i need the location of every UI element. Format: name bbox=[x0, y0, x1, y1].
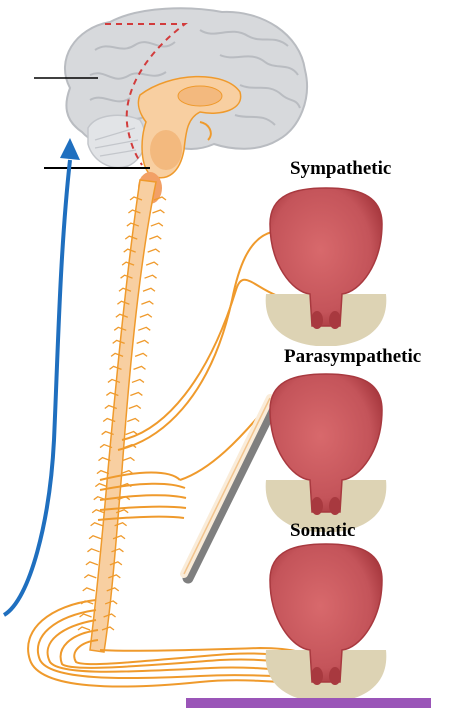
spinal-rootlet bbox=[129, 405, 141, 408]
arrow-up-icon bbox=[4, 138, 80, 615]
bladder-somatic bbox=[266, 544, 387, 702]
spinal-rootlet bbox=[83, 588, 95, 591]
spinal-cord bbox=[78, 180, 166, 652]
spinal-rootlet bbox=[143, 288, 155, 291]
spinal-rootlet bbox=[151, 223, 163, 226]
spinal-rootlet bbox=[137, 340, 149, 343]
spinal-rootlet bbox=[149, 236, 161, 239]
bladder-sympathetic bbox=[266, 188, 387, 346]
spinal-rootlet bbox=[91, 523, 103, 526]
parasympathetic-ganglion-bar bbox=[184, 398, 276, 578]
spinal-rootlet bbox=[127, 419, 139, 422]
label-sympathetic: Sympathetic bbox=[290, 158, 391, 180]
label-somatic: Somatic bbox=[290, 520, 355, 542]
spinal-rootlet bbox=[86, 562, 98, 565]
label-parasympathetic: Parasympathetic bbox=[284, 346, 421, 368]
bladder-parasympathetic bbox=[266, 374, 387, 532]
spinal-rootlet bbox=[145, 275, 157, 278]
spinal-rootlet bbox=[152, 210, 164, 213]
spinal-rootlet bbox=[84, 575, 96, 578]
spinal-rootlet bbox=[132, 379, 144, 382]
spinal-rootlet bbox=[148, 249, 160, 252]
spinal-rootlet bbox=[146, 262, 158, 265]
spinal-rootlet bbox=[78, 627, 90, 630]
spinal-rootlet bbox=[135, 353, 147, 356]
spinal-rootlet bbox=[80, 614, 92, 617]
spinal-rootlet bbox=[140, 314, 152, 317]
spinal-rootlet bbox=[122, 458, 134, 461]
spinal-rootlet bbox=[126, 432, 138, 435]
nerves bbox=[28, 232, 300, 687]
spinal-rootlet bbox=[130, 392, 142, 395]
spinal-rootlet bbox=[141, 301, 153, 304]
spinal-rootlet bbox=[95, 484, 107, 487]
accent-bar bbox=[186, 698, 431, 708]
spinal-rootlet bbox=[138, 327, 150, 330]
spinal-rootlet bbox=[134, 366, 146, 369]
spinal-rootlet bbox=[87, 549, 99, 552]
spinal-rootlet bbox=[89, 536, 101, 539]
